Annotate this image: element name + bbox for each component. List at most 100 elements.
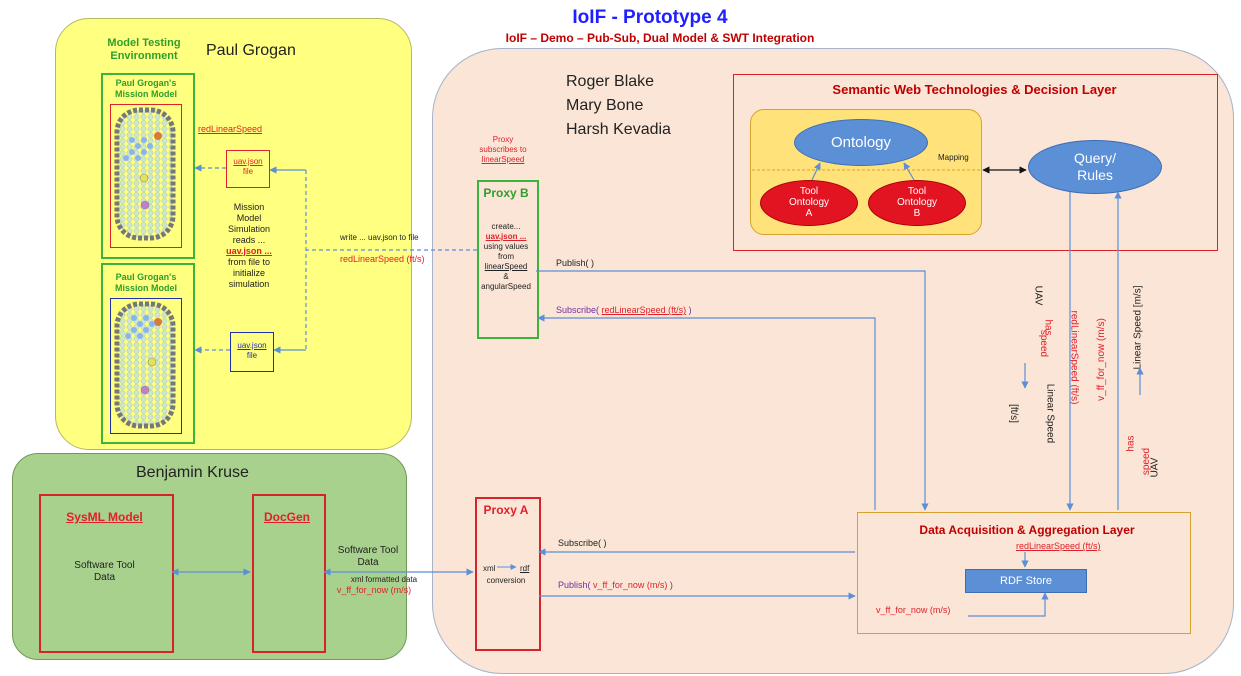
sysml-body: Software Tool Data xyxy=(39,560,170,584)
write-label: write ... uav.json to file xyxy=(340,233,419,242)
map2-path xyxy=(125,315,155,339)
diagram-subtitle: IoIF – Demo – Pub-Sub, Dual Model & SWT … xyxy=(505,31,815,45)
transfer-label: Software Tool Data xyxy=(326,545,410,569)
proxy-b-box xyxy=(477,180,539,339)
map1-marker-yellow xyxy=(139,173,149,183)
tool-a-line: A xyxy=(805,208,813,219)
map2-marker-orange xyxy=(154,318,162,326)
tool-b-line: B xyxy=(913,208,921,219)
ontology-arrows xyxy=(811,162,915,181)
sim-line: Mission xyxy=(233,202,265,212)
proxy-b-title: Proxy B xyxy=(483,186,529,200)
map1-marker-purple xyxy=(140,200,150,210)
subscribe-b-label: Subscribe( redLinearSpeed (ft/s) ) xyxy=(556,305,692,316)
sim-line: uav.json ... xyxy=(226,246,272,256)
mission-map-1 xyxy=(114,107,176,241)
proxy-a-title: Proxy A xyxy=(483,503,529,517)
proxyb-line: uav.json ... xyxy=(485,232,527,241)
map1-marker-orange xyxy=(154,132,162,140)
tool-a-line: Tool xyxy=(799,186,819,197)
subscribe-b-red: redLinearSpeed (ft/s) xyxy=(601,305,687,315)
uav-file-1-type: file xyxy=(242,167,254,176)
sim-line: simulation xyxy=(228,279,270,289)
publish-a-label: Publish( v_ff_for_now (m/s) ) xyxy=(558,580,673,591)
transfer-line: Software Tool xyxy=(337,545,399,556)
query-data-arrows xyxy=(1021,191,1144,511)
mapping-label: Mapping xyxy=(938,153,969,162)
mission-map-2 xyxy=(114,301,176,429)
grogan-red-speed: redLinearSpeed xyxy=(198,124,263,134)
proxy-a-box xyxy=(475,497,541,651)
proxyb-line: & xyxy=(503,272,509,281)
proxyb-line: create... xyxy=(491,222,521,231)
sim-line: Simulation xyxy=(227,224,271,234)
kruse-name: Benjamin Kruse xyxy=(136,464,249,481)
proxy-subscribe-note: Proxy subscribes to linearSpeed xyxy=(468,135,538,165)
proxy-b-body: create... uav.json ... using values from… xyxy=(477,222,535,292)
simulation-note: Mission Model Simulation reads ... uav.j… xyxy=(214,202,284,290)
data-layer-title: Data Acquisition & Aggregation Layer xyxy=(919,523,1135,537)
uav-file-1-name: uav.json xyxy=(233,157,263,166)
publish-a-prefix: Publish( xyxy=(558,580,591,590)
docgen-title: DocGen xyxy=(263,510,310,524)
ontology-ellipse: Ontology xyxy=(794,119,928,166)
proxy-a-conversion: conversion xyxy=(486,576,526,585)
transfer-line: Data xyxy=(357,557,379,568)
rdf-store-box: RDF Store xyxy=(965,569,1087,593)
tool-a-line: Ontology xyxy=(788,197,830,208)
map1-path xyxy=(123,137,153,161)
subscribe-b-suffix: ) xyxy=(688,305,692,315)
mission-model-box-2 xyxy=(101,263,195,444)
note-line: Proxy xyxy=(492,135,514,144)
subscribe-b-prefix: Subscribe( xyxy=(556,305,600,315)
kruse-region xyxy=(12,453,407,660)
query-line: Query/ xyxy=(1073,150,1116,166)
uav-file-1: uav.json file xyxy=(226,150,270,188)
sysml-line: Software Tool xyxy=(74,560,135,571)
grogan-name: Paul Grogan xyxy=(206,42,296,59)
diagram-title: IoIF - Prototype 4 xyxy=(572,7,728,28)
sim-line: reads ... xyxy=(232,235,266,245)
rdf-store-arrows xyxy=(968,552,1049,617)
data-layer-red-speed: redLinearSpeed (ft/s) xyxy=(1016,541,1101,551)
publish-a-suffix: ) xyxy=(669,580,673,590)
swt-layer-title: Semantic Web Technologies & Decision Lay… xyxy=(832,82,1117,97)
subscribe-a-label: Subscribe( ) xyxy=(558,538,607,548)
note-line: subscribes to xyxy=(479,145,527,154)
tool-ontology-b: Tool Ontology B xyxy=(868,180,966,226)
xml-formatted-label: xml formatted data xyxy=(350,575,418,584)
publish-b-label: Publish( ) xyxy=(556,258,595,268)
write-file-connectors xyxy=(194,164,477,354)
mission-model-box-1 xyxy=(101,73,195,259)
uav-file-2-type: file xyxy=(246,351,258,360)
publish-a-red: v_ff_for_now (m/s) xyxy=(593,580,668,590)
map2-marker-yellow xyxy=(147,357,157,367)
team-names: Roger Blake Mary Bone Harsh Kevadia xyxy=(566,70,671,142)
sim-line: from file to xyxy=(227,257,270,267)
map-frame-1 xyxy=(110,104,182,248)
uav-file-2-name: uav.json xyxy=(237,341,267,350)
ontology-label: Ontology xyxy=(830,134,892,151)
proxyb-line: linearSpeed xyxy=(484,262,528,271)
pubsub-arrows xyxy=(536,270,929,600)
tool-b-line: Ontology xyxy=(896,197,938,208)
proxy-a-xml: xml xyxy=(483,564,496,573)
team-member: Harsh Kevadia xyxy=(566,121,671,138)
write-red-label: redLinearSpeed (ft/s) xyxy=(340,254,425,264)
team-member: Roger Blake xyxy=(566,73,655,90)
data-layer-vff: v_ff_for_now (m/s) xyxy=(876,605,951,615)
tool-b-line: Tool xyxy=(907,186,927,197)
sim-line: initialize xyxy=(232,268,265,278)
model-testing-env-label: Model Testing Environment xyxy=(107,37,181,62)
proxyb-line: using values xyxy=(483,242,529,251)
proxyb-line: from xyxy=(498,252,514,261)
map2-marker-purple xyxy=(140,385,150,395)
note-line: linearSpeed xyxy=(481,155,525,164)
mission-model-title-2: Paul Grogan's Mission Model xyxy=(114,272,177,293)
proxy-a-rdf: rdf xyxy=(520,564,530,573)
sysml-line: Data xyxy=(93,572,116,583)
proxyb-line: angularSpeed xyxy=(481,282,531,291)
sim-line: Model xyxy=(236,213,262,223)
swt-layer-box xyxy=(733,74,1218,251)
